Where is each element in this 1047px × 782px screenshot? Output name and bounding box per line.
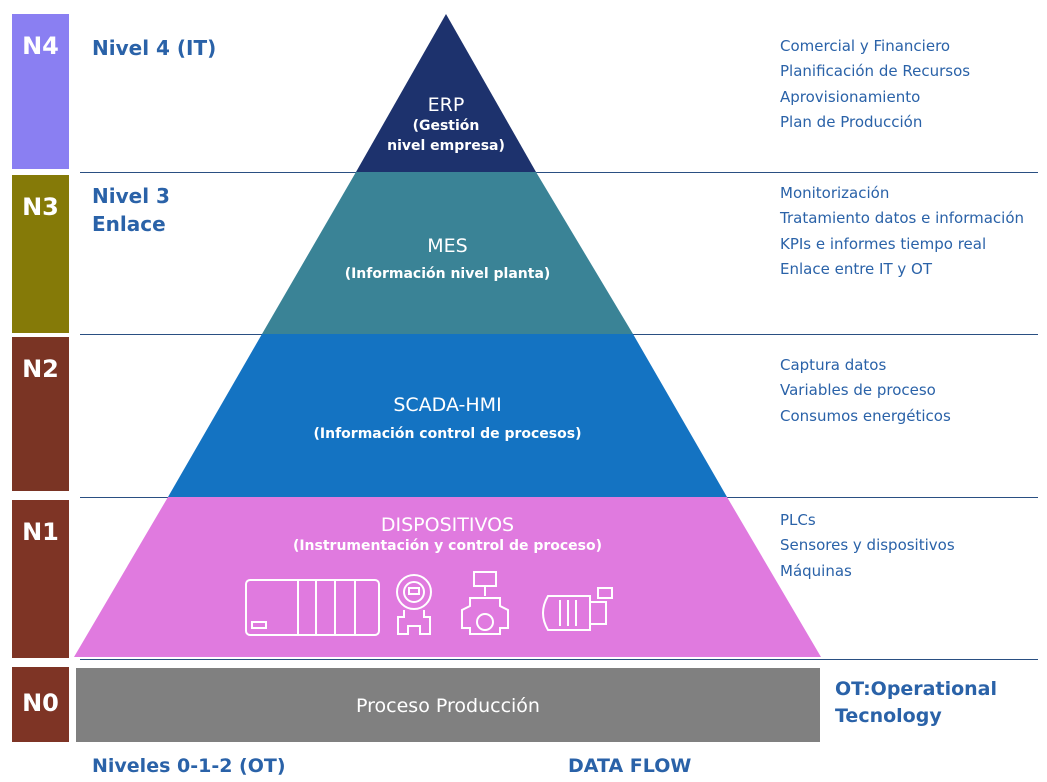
list-item: Monitorización (780, 184, 890, 202)
mes-sub: (Información nivel planta) (344, 266, 551, 282)
badge-n0: N0 (12, 667, 69, 742)
devices-layer (74, 497, 821, 657)
badge-n2: N2 (12, 337, 69, 491)
mes-label: MES (Información nivel planta) (262, 235, 633, 282)
level-3-title-line: Enlace (92, 212, 166, 236)
list-item: KPIs e informes tiempo real (780, 234, 987, 253)
level-2-items: Captura datos Variables de proceso Consu… (780, 353, 951, 429)
erp-layer (356, 14, 536, 172)
level-4-title-line: Nivel 4 (IT) (92, 36, 217, 60)
list-item: Aprovisionamiento (780, 87, 921, 106)
badge-label: N4 (22, 32, 59, 60)
list-item: Planificación de Recursos (780, 62, 971, 81)
scada-label: SCADA-HMI (Información control de proces… (168, 394, 727, 442)
valve-icon (461, 571, 509, 635)
level-1-items: PLCs Sensores y dispositivos Máquinas (780, 508, 955, 584)
level-3-title-line: Nivel 3 (92, 184, 170, 208)
badge-n1: N1 (12, 500, 69, 658)
list-item: Consumos energéticos (780, 406, 951, 425)
erp-sub: (Gestión (412, 118, 480, 134)
mes-name: MES (427, 235, 468, 257)
erp-name: ERP (427, 94, 465, 116)
badge-label: N1 (22, 518, 59, 546)
process-bar (76, 668, 820, 742)
level-4-title: Nivel 4 (IT) (92, 34, 216, 62)
list-item: Tratamiento datos e información (780, 209, 1025, 228)
separator-line (80, 659, 1038, 660)
ot-label-line: Tecnology (835, 705, 942, 727)
separator-line (80, 172, 1038, 173)
list-item: Plan de Producción (780, 112, 923, 131)
devices-label: DISPOSITIVOS (Instrumentación y control … (168, 514, 727, 554)
ot-label: OT:Operational Tecnology (835, 676, 997, 730)
mes-layer (262, 172, 633, 334)
scada-layer (168, 334, 727, 497)
list-item: Máquinas (780, 561, 852, 580)
list-item: Enlace entre IT y OT (780, 259, 933, 278)
level-4-items: Comercial y Financiero Planificación de … (780, 34, 970, 135)
levels-ot-label: Niveles 0-1-2 (OT) (92, 755, 286, 777)
ot-label-line: OT:Operational (835, 678, 998, 700)
devices-name: DISPOSITIVOS (380, 514, 515, 536)
devices-sub: (Instrumentación y control de proceso) (292, 538, 603, 554)
badge-label: N2 (22, 355, 59, 383)
list-item: PLCs (780, 511, 816, 529)
scada-name: SCADA-HMI (393, 394, 502, 416)
list-item: Variables de proceso (780, 381, 936, 400)
erp-sub: nivel empresa) (387, 138, 505, 154)
scada-sub: (Información control de procesos) (313, 426, 582, 442)
badge-label: N3 (22, 193, 59, 221)
electric-motor-icon (542, 587, 613, 631)
badge-n4: N4 (12, 14, 69, 169)
data-flow-label: DATA FLOW (568, 755, 692, 777)
list-item: Captura datos (780, 356, 887, 374)
pressure-sensor-icon (396, 574, 432, 635)
level-3-items: Monitorización Tratamiento datos e infor… (780, 181, 1024, 282)
badge-n3: N3 (12, 175, 69, 333)
level-3-title: Nivel 3 Enlace (92, 182, 170, 238)
erp-label: ERP (Gestión nivel empresa) (356, 94, 536, 156)
list-item: Comercial y Financiero (780, 37, 951, 55)
plc-rack-icon (245, 579, 380, 636)
badge-label: N0 (22, 689, 59, 717)
process-label: Proceso Producción (356, 695, 540, 717)
list-item: Sensores y dispositivos (780, 536, 955, 555)
